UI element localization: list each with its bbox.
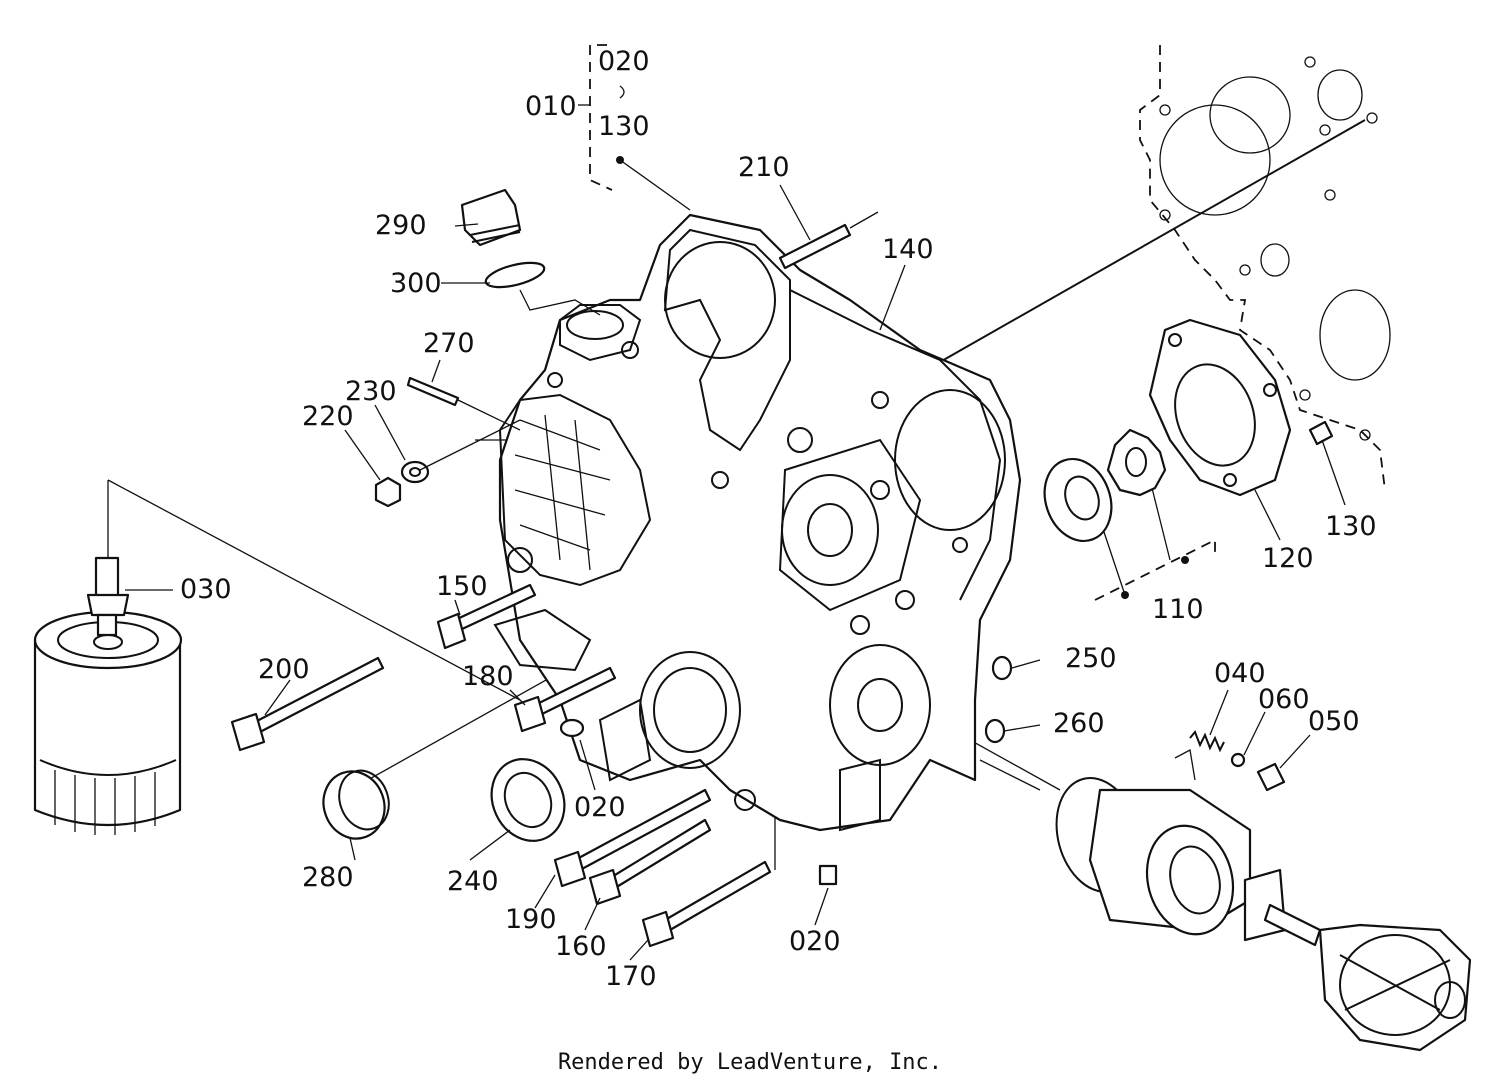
plug-020-mid [559,718,585,738]
callout-150: 150 [436,571,488,602]
water-pump-assembly [1055,777,1472,1052]
bracket-010 [578,44,691,211]
callout-060: 060 [1258,684,1310,715]
bolt-210 [778,211,879,270]
cap-plug-280 [322,769,390,840]
callout-labels: 020 010 130 210 140 290 300 270 230 220 … [180,46,1377,992]
callout-130-top: 130 [598,111,650,142]
oil-filter-cartridge [33,610,183,835]
callout-010: 010 [525,91,577,122]
callout-leaders [125,184,1346,961]
nut-220 [374,476,402,508]
callout-270: 270 [423,328,475,359]
callout-190: 190 [505,904,557,935]
footer-credit: Rendered by LeadVenture, Inc. [557,1050,943,1075]
spring-040 [1174,730,1225,781]
callout-140: 140 [882,234,934,265]
oil-pump-cover-120 [1148,318,1292,497]
o-ring-260 [984,718,1006,744]
o-ring-250 [991,655,1013,681]
bolt-160 [588,818,712,906]
callout-240: 240 [447,866,499,897]
callout-030: 030 [180,574,232,605]
callout-170: 170 [605,961,657,992]
ball-060 [1230,752,1246,768]
callout-200: 200 [258,654,310,685]
callout-220: 220 [302,401,354,432]
callout-120: 120 [1262,543,1314,574]
bolt-190 [553,788,712,888]
plug-020-bottom [818,864,838,886]
washer-230 [400,460,430,484]
oil-filler-cap [460,188,522,247]
bolt-170 [641,860,772,948]
callout-110: 110 [1152,594,1204,625]
bolt-180 [513,666,617,733]
callout-130-right: 130 [1325,511,1377,542]
oil-seal-240 [490,758,566,842]
filter-nipple-030 [86,556,130,637]
callout-280: 280 [302,862,354,893]
callout-180: 180 [462,661,514,692]
callout-160: 160 [555,931,607,962]
callout-230: 230 [345,376,397,407]
engine-block-gasket [1139,45,1391,491]
callout-290: 290 [375,210,427,241]
callout-020-top: 020 [598,46,650,77]
callout-040: 040 [1214,658,1266,689]
bolt-200 [230,656,385,752]
callout-020-bottom: 020 [789,926,841,957]
callout-250: 250 [1065,643,1117,674]
callout-020-mid: 020 [574,792,626,823]
callout-260: 260 [1053,708,1105,739]
screw-130-right [1308,420,1334,446]
callout-210: 210 [738,152,790,183]
stud-270 [406,376,521,431]
plug-050 [1256,762,1286,792]
callout-300: 300 [390,268,442,299]
gear-case-housing [493,213,1022,832]
marker-dots [1121,556,1189,599]
callout-050: 050 [1308,706,1360,737]
o-ring-300 [484,261,601,316]
oil-pump-outer-rotor [1043,457,1113,543]
bolt-150 [436,583,537,650]
oil-pump-inner-rotor [1106,428,1167,497]
